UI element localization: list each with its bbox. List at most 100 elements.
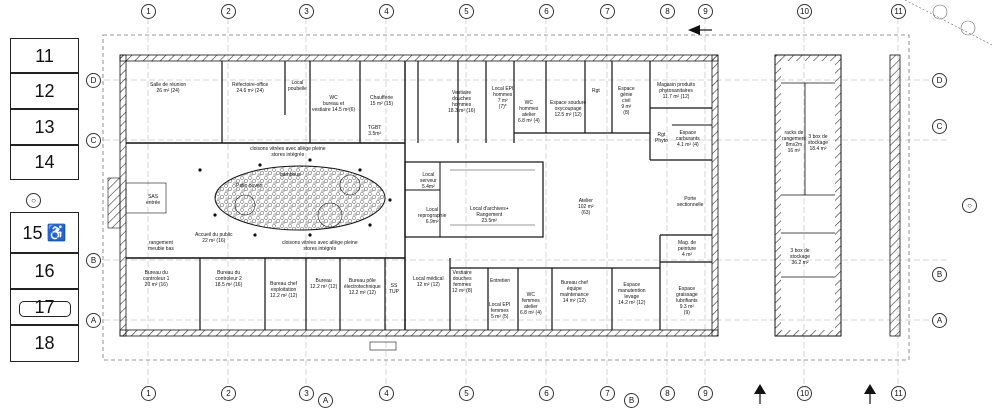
parking-spot: 13: [10, 108, 79, 146]
grid-column-marker: 8: [660, 386, 675, 401]
direction-arrows: [688, 25, 876, 404]
car-icon: [19, 301, 71, 317]
room-espace-genie-civil: Espace génie civil 9 m² (8): [618, 86, 635, 116]
site-boundary-main: [102, 34, 910, 361]
room-mag-peinture: Mag. de peinture 4 m²: [678, 240, 697, 258]
grid-row-marker: D: [932, 73, 947, 88]
room-local-medical: Local médical 12 m² (12): [413, 276, 444, 288]
room-bureau-controleur-2: Bureau du controleur 2 18.5 m² (16): [215, 270, 243, 288]
tree-decoration: [904, 0, 992, 46]
grid-column-marker: 10: [797, 386, 812, 401]
label-rangement: rangement meuble bas: [148, 240, 174, 252]
section-mark-a: A: [318, 393, 333, 408]
label-bambous: bambous: [280, 172, 301, 178]
grid-column-marker: 3: [299, 386, 314, 401]
wheelchair-icon: ♿: [46, 225, 67, 242]
grid-row-marker: A: [932, 313, 947, 328]
grid-column-marker: 9: [698, 386, 713, 401]
grid-column-marker: 7: [600, 4, 615, 19]
parking-spot: 17: [10, 288, 79, 326]
patio-trees: [234, 174, 361, 228]
grid-column-marker: 11: [891, 386, 906, 401]
grid-column-marker: 5: [459, 4, 474, 19]
parking-spot: 16: [10, 252, 79, 290]
parking-spot-accessible: 15♿: [10, 212, 79, 254]
room-local-serveur: Local serveur 5.4m²: [420, 172, 437, 190]
room-racks: racks de rangement 8mx2m 16 m²: [782, 130, 806, 154]
grid-column-marker: 11: [891, 4, 906, 19]
label-patio: Patio ouvert: [236, 183, 263, 189]
grid-column-marker: 2: [221, 386, 236, 401]
grid-row-marker: C: [932, 119, 947, 134]
grid-column-marker: 8: [660, 4, 675, 19]
room-ss-tup: SS TUP: [389, 283, 399, 295]
room-magasin-phyto: Magasin produits phytosanitaires 11.7 m²…: [657, 82, 696, 100]
room-tgbt: TGBT 3.5m²: [368, 125, 382, 137]
parking-spot: 11: [10, 38, 79, 74]
room-rgt: Rgt: [592, 88, 600, 94]
room-accueil: Accueil du public 22 m² (16): [195, 232, 233, 244]
room-local-poubelle: Local poubelle: [288, 80, 307, 92]
room-bureau-controleur-1: Bureau du controleur 1 20 m² (16): [143, 270, 170, 288]
room-local-reprographie: Local reprographie 6.9m²: [418, 207, 447, 225]
entrance-door: [107, 177, 121, 229]
room-entretien: Entretien: [490, 278, 511, 284]
grid-column-marker: 1: [141, 386, 156, 401]
section-marker-left: ○: [26, 193, 41, 208]
grid-column-marker: 10: [797, 4, 812, 19]
room-local-epi-femmes: Local EPI femmes 5 m² (5): [489, 302, 511, 320]
grid-column-marker: 5: [459, 386, 474, 401]
storage-block: [774, 54, 842, 337]
grid-column-marker: 2: [221, 4, 236, 19]
patio: [214, 165, 386, 231]
label-cloisons-bas: cloisons vitrées avec allège pleine stor…: [282, 240, 358, 252]
room-salle-reunion: Salle de réunion 26 m² (24): [150, 82, 187, 94]
bottom-entrance: [369, 341, 397, 351]
room-wc-femmes: WC femmes atelier 6.8 m² (4): [520, 292, 542, 316]
parking-spot: 12: [10, 72, 79, 110]
room-espace-soudure: Espace soudure oxycoupage 12.5 m² (12): [550, 100, 587, 118]
column-dots: [198, 158, 392, 237]
grid-row-marker: B: [86, 253, 101, 268]
grid-column-marker: 6: [539, 386, 554, 401]
grid-column-marker: 1: [141, 4, 156, 19]
room-wc-bureaux: WC bureau et vestiaire 14.5 m²(6): [312, 95, 356, 113]
section-marker-right: ○: [962, 198, 977, 213]
grid-row-marker: C: [86, 133, 101, 148]
room-local-epi-hommes: Local EPI hommes 7 m² (7)*: [492, 86, 514, 110]
grid-column-marker: 3: [299, 4, 314, 19]
room-bureau: Bureau 12.2 m² (12): [310, 278, 338, 290]
grid-column-marker: 4: [379, 386, 394, 401]
grid-row-marker: A: [86, 313, 101, 328]
sas-outline: [125, 182, 167, 214]
room-wc-hommes: WC hommes atelier 6.8 m² (4): [518, 100, 540, 124]
far-right-wall: [889, 54, 901, 337]
section-mark-b: B: [624, 393, 639, 408]
room-bureau-chef-exploitation: Bureau chef exploitation 12.2 m² (12): [270, 281, 298, 299]
room-box-stockage-2: 3 box de stockage 36.2 m²: [790, 248, 811, 266]
parking-spot: 14: [10, 144, 79, 180]
grid-column-marker: 4: [379, 4, 394, 19]
room-espace-manutention: Espace manutention levage 14.2 m² (12): [618, 282, 646, 306]
parking-spot: 18: [10, 324, 79, 362]
room-espace-carburants: Espace carburants 4.1 m² (4): [676, 130, 700, 148]
room-vestiaire-hommes: Vestiaire douches hommes 18.3 m² (16): [448, 90, 476, 114]
room-bureau-pole: Bureau pôle électrotechnique 12.2 m² (12…: [344, 278, 381, 296]
grid-column-marker: 9: [698, 4, 713, 19]
room-chaufferie: Chaufferie 15 m² (15): [370, 95, 394, 107]
label-porte-sectionnelle: Porte sectionnelle: [677, 196, 704, 208]
room-sas: SAS entrée: [146, 194, 161, 206]
grid-column-marker: 7: [600, 386, 615, 401]
room-espace-graissage: Espace graissage lubrifiants 9.3 m² (9): [676, 286, 698, 316]
room-local-archives: Local d'archives+ Rangement 23.5m²: [470, 206, 509, 224]
label-cloisons-haut: cloisons vitrées avec allège pleine stor…: [250, 146, 326, 158]
grid-column-marker: 6: [539, 4, 554, 19]
room-box-stockage-1: 3 box de stockage 18.4 m²: [808, 134, 829, 152]
room-atelier: Atelier 102 m² (63): [578, 198, 594, 216]
room-bureau-chef-equipe: Bureau chef équipe maintenance 14 m² (12…: [560, 280, 589, 304]
room-vestiaire-femmes: Vestiaire douches femmes 12 m² (8): [452, 270, 473, 294]
room-refectoire: Réfectoire-office 24.6 m² (24): [232, 82, 269, 94]
grid-row-marker: B: [932, 267, 947, 282]
grid-row-marker: D: [86, 73, 101, 88]
